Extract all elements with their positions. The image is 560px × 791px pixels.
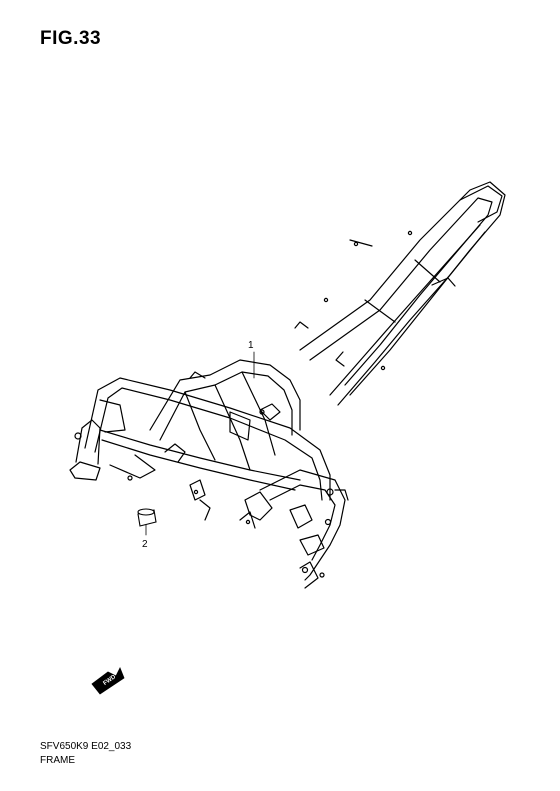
figure-title: FIG.33 — [40, 28, 102, 49]
figure-code: SFV650K9 E02_033 — [40, 741, 132, 752]
figure-name: FRAME — [40, 755, 75, 766]
motorcycle-frame — [69, 181, 506, 589]
fwd-arrow-icon: FWD — [91, 667, 125, 695]
callout-number-2: 2 — [142, 539, 148, 550]
spacer-collar-part — [137, 508, 157, 527]
callout-number-1: 1 — [248, 340, 254, 351]
